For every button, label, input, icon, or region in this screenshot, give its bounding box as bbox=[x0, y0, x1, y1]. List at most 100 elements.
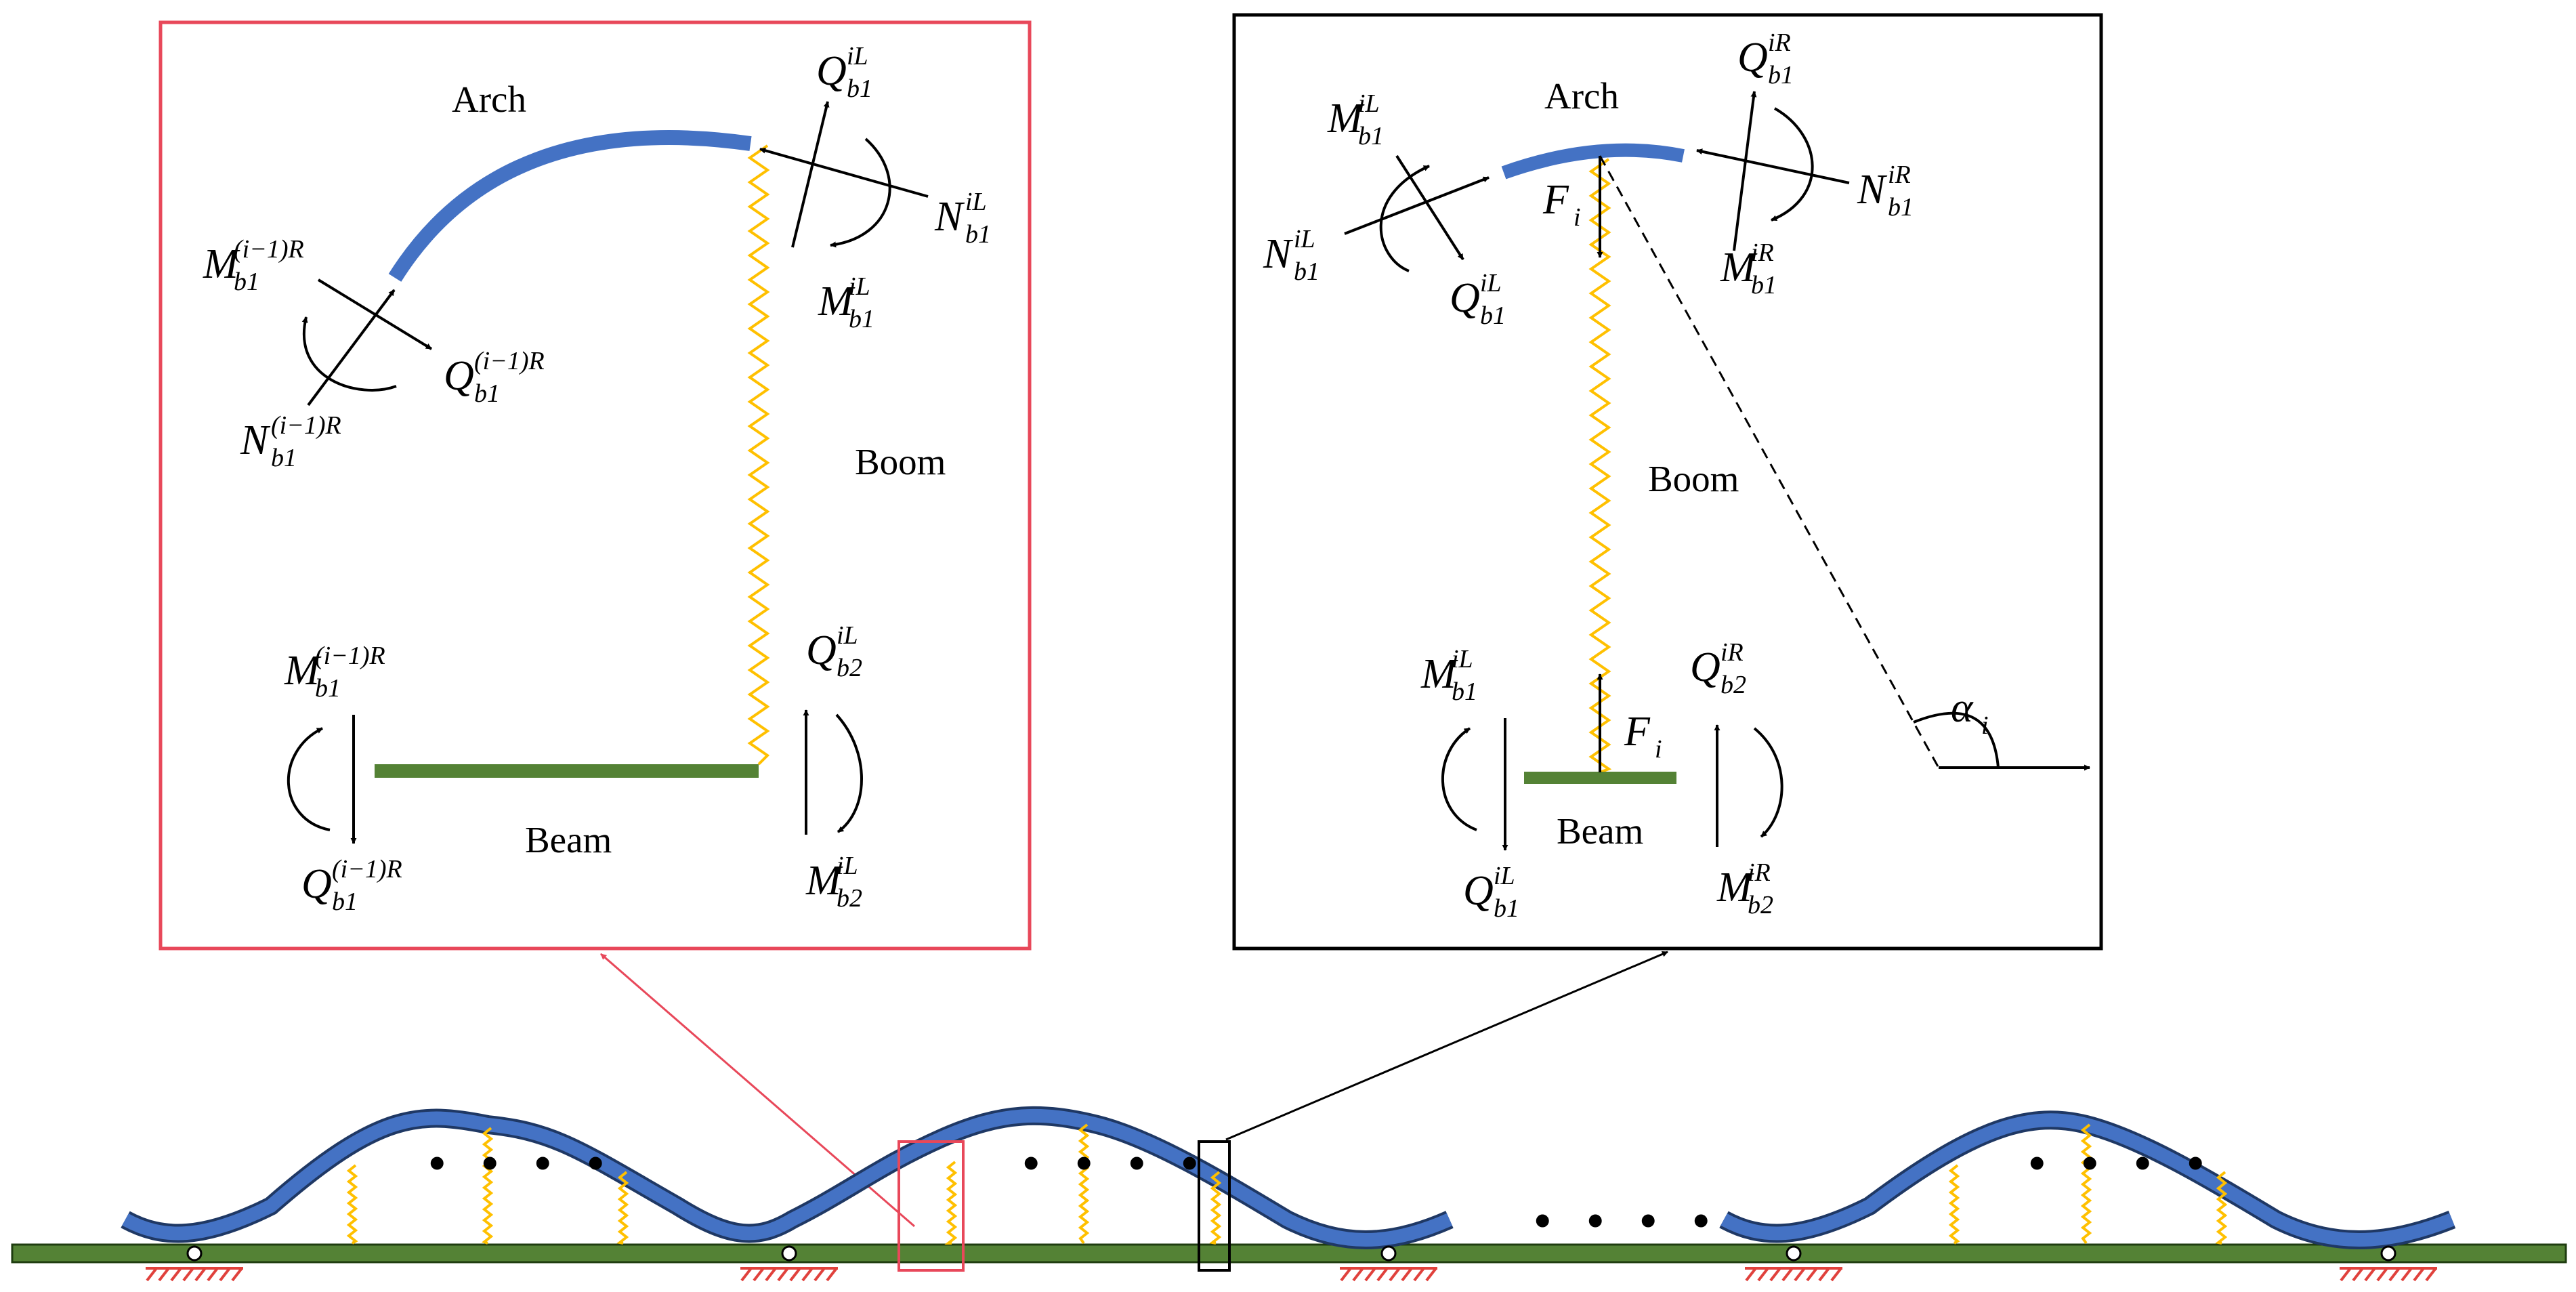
support-hatch-1 bbox=[146, 1267, 243, 1282]
right-beam-label: Beam bbox=[1557, 810, 1643, 852]
left-boom-label: Boom bbox=[855, 441, 946, 482]
svg-text:αi: αi bbox=[1951, 685, 1989, 740]
bottom-boom-7 bbox=[1948, 1164, 1960, 1245]
support-pin-5 bbox=[2380, 1245, 2396, 1262]
svg-text:N(i−1)Rb1: N(i−1)Rb1 bbox=[240, 411, 341, 472]
support-hatch-5 bbox=[2340, 1267, 2437, 1282]
support-pin-1 bbox=[186, 1245, 203, 1262]
left-arch-segment bbox=[388, 130, 752, 282]
arch-group-1-fill bbox=[122, 1108, 1453, 1247]
bottom-boom-4 bbox=[944, 1161, 958, 1245]
right-n-b1-iL-arrow bbox=[1344, 176, 1490, 235]
right-angle-arc bbox=[1913, 711, 2000, 768]
left-m-b1-iL-moment bbox=[830, 138, 891, 248]
left-beam-label: Beam bbox=[525, 819, 612, 860]
bottom-boom-3 bbox=[616, 1171, 629, 1245]
right-panel-pointer bbox=[1225, 951, 1668, 1141]
right-panel-frame bbox=[1232, 13, 2103, 951]
right-boom-label: Boom bbox=[1648, 458, 1739, 499]
bottom-boom-2 bbox=[482, 1127, 494, 1245]
bottom-structure: • • • • • • • • • • • • • • • • bbox=[11, 1106, 2567, 1282]
right-m-b1-iL-moment bbox=[1379, 165, 1430, 272]
ellipsis-4: • • • • bbox=[2029, 1138, 2216, 1190]
support-hatch-3 bbox=[1340, 1267, 1437, 1282]
bottom-boom-6 bbox=[1209, 1171, 1222, 1245]
bottom-boom-1 bbox=[346, 1164, 358, 1245]
ellipsis-1: • • • • bbox=[429, 1138, 616, 1190]
left-n-b1-im1R-arrow bbox=[307, 289, 396, 407]
left-beam-m-b1-im1R-moment bbox=[287, 727, 331, 831]
bottom-beam-deck bbox=[11, 1243, 2567, 1264]
right-arch-segment bbox=[1501, 143, 1685, 180]
right-n-b1-iR-arrow bbox=[1696, 148, 1850, 184]
right-q-b1-iL-arrow bbox=[1395, 154, 1464, 261]
left-n-b1-iL-arrow bbox=[759, 147, 929, 198]
left-q-b1-iL-arrow bbox=[791, 101, 830, 248]
bottom-boom-5 bbox=[1078, 1123, 1090, 1245]
svg-text:M(i−1)Rb1: M(i−1)Rb1 bbox=[203, 235, 304, 296]
left-boom-spring bbox=[747, 144, 770, 766]
left-panel-frame bbox=[159, 20, 1032, 951]
support-hatch-4 bbox=[1745, 1267, 1842, 1282]
right-q-b1-iR-arrow bbox=[1733, 91, 1757, 251]
ellipsis-3: • • • • bbox=[1534, 1195, 1722, 1247]
right-beam-m-b1-iL-moment bbox=[1441, 727, 1477, 831]
svg-text:Q(i−1)Rb1: Q(i−1)Rb1 bbox=[301, 855, 402, 916]
support-pin-4 bbox=[1786, 1245, 1802, 1262]
left-arch-label: Arch bbox=[452, 79, 526, 120]
svg-text:Q(i−1)Rb1: Q(i−1)Rb1 bbox=[444, 347, 545, 408]
bottom-boom-8 bbox=[2080, 1123, 2092, 1245]
bottom-booms bbox=[346, 1123, 2228, 1245]
bottom-supports bbox=[146, 1245, 2437, 1282]
right-m-b1-iR-moment bbox=[1771, 107, 1814, 222]
svg-text:Fi: Fi bbox=[1542, 177, 1581, 232]
left-q-b1-im1R-arrow bbox=[317, 278, 433, 350]
right-highlight-box bbox=[1198, 1140, 1231, 1272]
support-pin-3 bbox=[1380, 1245, 1397, 1262]
right-beam-m-b2-iR-moment bbox=[1753, 727, 1783, 838]
left-beam-m-b2-iL-moment bbox=[835, 713, 863, 833]
svg-text:M(i−1)Rb1: M(i−1)Rb1 bbox=[284, 642, 385, 703]
support-hatch-2 bbox=[740, 1267, 838, 1282]
left-highlight-box bbox=[898, 1140, 965, 1272]
ellipsis-2: • • • • bbox=[1023, 1138, 1210, 1190]
arch-group-2-fill bbox=[1720, 1113, 2455, 1247]
left-m-b1-im1R-moment bbox=[301, 316, 397, 392]
right-arch-label: Arch bbox=[1544, 75, 1619, 117]
bottom-boom-9 bbox=[2215, 1171, 2228, 1245]
